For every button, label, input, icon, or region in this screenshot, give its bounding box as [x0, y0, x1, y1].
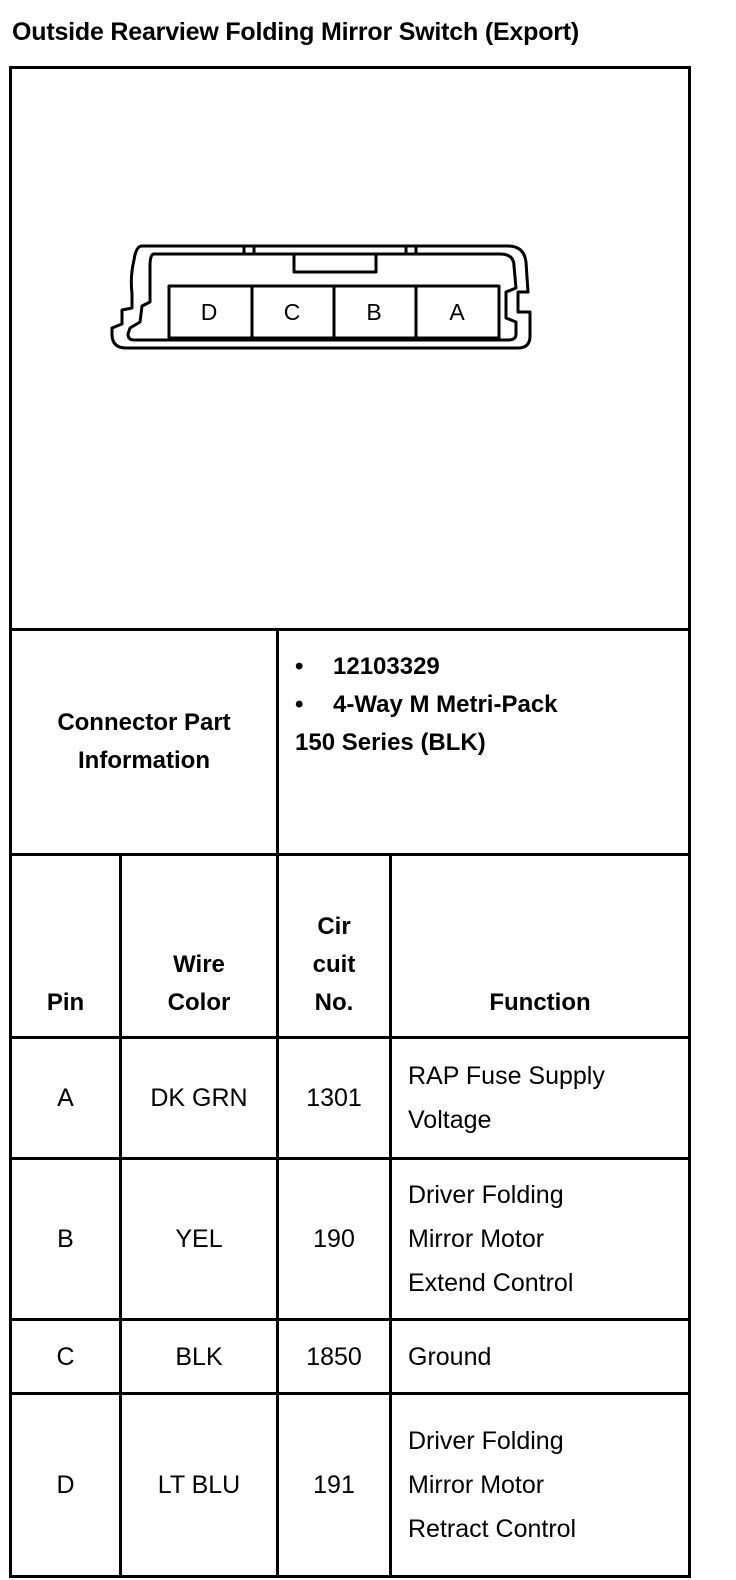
function-text: RAP Fuse Supply Voltage: [408, 1062, 605, 1134]
table-cell-pin: C: [56, 1342, 75, 1371]
function-text: Ground: [408, 1342, 492, 1371]
header-function-text: Function: [489, 989, 591, 1016]
table-cell-circuit: 1850: [306, 1342, 362, 1371]
connector-info-label: Connector Part Information: [12, 631, 276, 853]
pin-label-b: B: [366, 299, 382, 325]
header-function: Function: [392, 856, 688, 1036]
pin-label-c: C: [283, 299, 301, 325]
connector-diagram: [110, 244, 532, 350]
header-pin-text: Pin: [46, 989, 85, 1016]
bullet-icon: •: [295, 691, 304, 718]
divider: [9, 1318, 691, 1321]
divider: [9, 853, 691, 856]
divider: [9, 1392, 691, 1395]
table-cell-function: Ground: [392, 1321, 688, 1392]
header-circuit: Cir cuit No.: [279, 856, 389, 1036]
table-cell-function: RAP Fuse Supply Voltage: [392, 1039, 688, 1157]
table-cell-wire-color: BLK: [175, 1342, 223, 1371]
header-circuit-text: Cir cuit No.: [312, 913, 356, 1016]
divider: [389, 853, 392, 1578]
divider: [9, 628, 691, 631]
table-cell-function: Driver Folding Mirror Motor Retract Cont…: [392, 1395, 688, 1575]
connector-type: 4-Way M Metri-Pack: [333, 691, 558, 718]
divider: [276, 628, 279, 1578]
table-cell-circuit: 190: [313, 1225, 355, 1253]
divider: [9, 1036, 691, 1039]
divider: [119, 853, 122, 1578]
header-wire-color: Wire Color: [122, 856, 276, 1036]
table-cell-wire-color: LT BLU: [157, 1471, 241, 1499]
connector-table-frame: [9, 66, 691, 1578]
page-title: Outside Rearview Folding Mirror Switch (…: [12, 18, 580, 46]
pin-label-d: D: [200, 299, 218, 325]
table-cell-pin: B: [57, 1225, 74, 1253]
table-cell-pin: D: [56, 1471, 75, 1499]
table-cell-function: Driver Folding Mirror Motor Extend Contr…: [392, 1160, 688, 1318]
divider: [9, 1157, 691, 1160]
table-cell-pin: A: [57, 1084, 74, 1112]
connector-part-list: • 12103329 • 4-Way M Metri-Pack 150 Seri…: [295, 648, 558, 762]
table-cell-circuit: 1301: [306, 1084, 362, 1112]
connector-info-label-text: Connector Part Information: [57, 709, 231, 774]
bullet-icon: •: [295, 653, 304, 680]
table-cell-wire-color: YEL: [175, 1225, 223, 1253]
header-pin: Pin: [12, 856, 119, 1036]
table-cell-circuit: 191: [313, 1471, 355, 1499]
function-text: Driver Folding Mirror Motor Retract Cont…: [408, 1427, 577, 1543]
part-number: 12103329: [333, 653, 440, 680]
header-wire-color-text: Wire Color: [167, 951, 231, 1016]
connector-series: 150 Series (BLK): [295, 729, 486, 756]
function-text: Driver Folding Mirror Motor Extend Contr…: [408, 1181, 574, 1297]
list-item: • 12103329: [295, 648, 558, 686]
pin-label-a: A: [449, 299, 465, 325]
table-cell-wire-color: DK GRN: [150, 1084, 248, 1112]
list-item: • 4-Way M Metri-Pack: [295, 686, 558, 724]
